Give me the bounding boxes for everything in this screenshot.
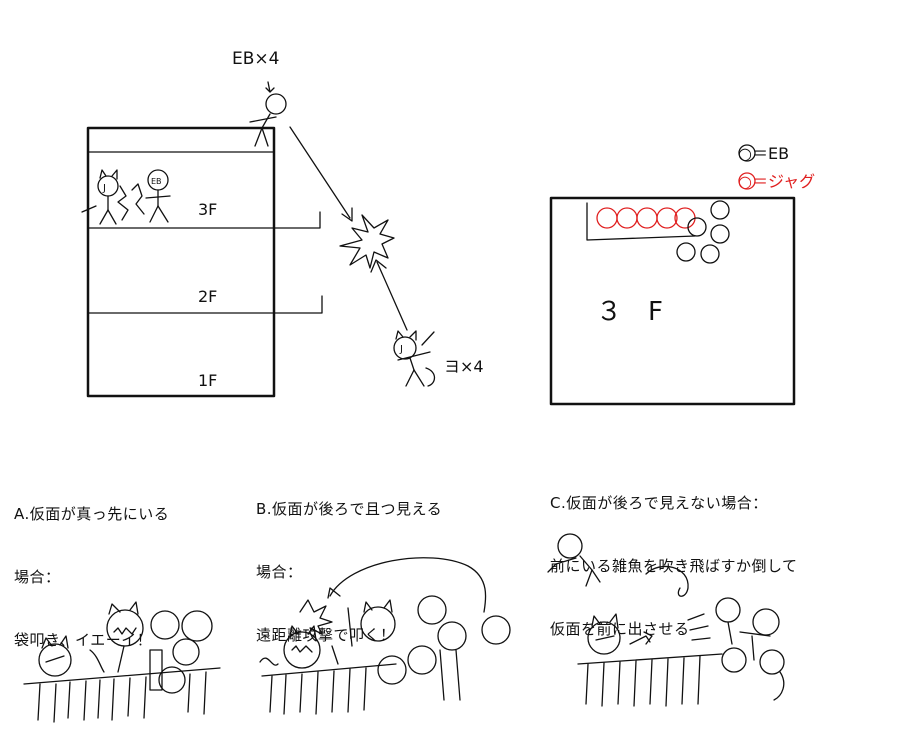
note-c-line-2: 前にいる雑魚を吹き飛ばすか倒して (550, 557, 798, 575)
attack-arrow-down (289, 126, 353, 222)
mask-face-mark: J (102, 183, 106, 194)
formation-floor-label: ３ F (596, 297, 663, 327)
jug-circles (596, 207, 696, 229)
enemy-unit-label: ヨ×4 (444, 357, 484, 376)
attack-arrow-up (370, 259, 408, 331)
formation-bracket (586, 202, 696, 241)
floor-2-ledge (87, 295, 323, 314)
legend-red-circle (738, 172, 756, 190)
floor-1-label: 1F (198, 371, 217, 390)
note-b: B.仮面が後ろで且つ見える 場合： 遠距離攻撃で叩く！ (256, 457, 442, 667)
building-outline (86, 126, 276, 398)
masked-figure-face-mark: J (399, 344, 403, 355)
note-c-line-1: C.仮面が後ろで見えない場合： (550, 494, 768, 512)
note-b-line-1: B.仮面が後ろで且つ見える (256, 500, 443, 518)
note-b-line-2: 場合： (256, 563, 303, 581)
eb-circles (676, 200, 730, 264)
note-a: A.仮面が真っ先にいる 場合： 袋叩き、イエーイ！ (14, 462, 169, 672)
scene-a-sketch (23, 601, 221, 723)
top-unit-label: EB×4 (232, 49, 279, 69)
legend-black-circle (738, 144, 756, 162)
scene-b-sketch (259, 557, 511, 715)
eb-stick-figure-roof (249, 81, 287, 147)
eb-face-mark: EB (151, 177, 162, 186)
formation-room (549, 196, 796, 406)
note-c-line-3: 仮面を前に出させる (550, 620, 690, 638)
scene-c-sketch (547, 533, 785, 707)
crowd-3f (81, 169, 171, 225)
floor-3-ledge (87, 211, 321, 229)
floor-3-label: 3F (198, 200, 217, 219)
note-a-line-2: 場合： (14, 568, 61, 586)
note-b-line-3: 遠距離攻撃で叩く！ (256, 626, 396, 644)
note-c: C.仮面が後ろで見えない場合： 前にいる雑魚を吹き飛ばすか倒して 仮面を前に出さ… (550, 451, 798, 661)
masked-stick-figure (393, 330, 436, 387)
note-a-line-1: A.仮面が真っ先にいる (14, 505, 170, 523)
building-diagram (86, 126, 323, 398)
note-a-line-3: 袋叩き、イエーイ！ (14, 631, 153, 649)
legend-black: ○＝EB (738, 144, 789, 163)
explosion-mark (339, 214, 395, 269)
floor-2-label: 2F (198, 287, 217, 306)
legend-red: ○＝ジャグ (738, 172, 815, 191)
